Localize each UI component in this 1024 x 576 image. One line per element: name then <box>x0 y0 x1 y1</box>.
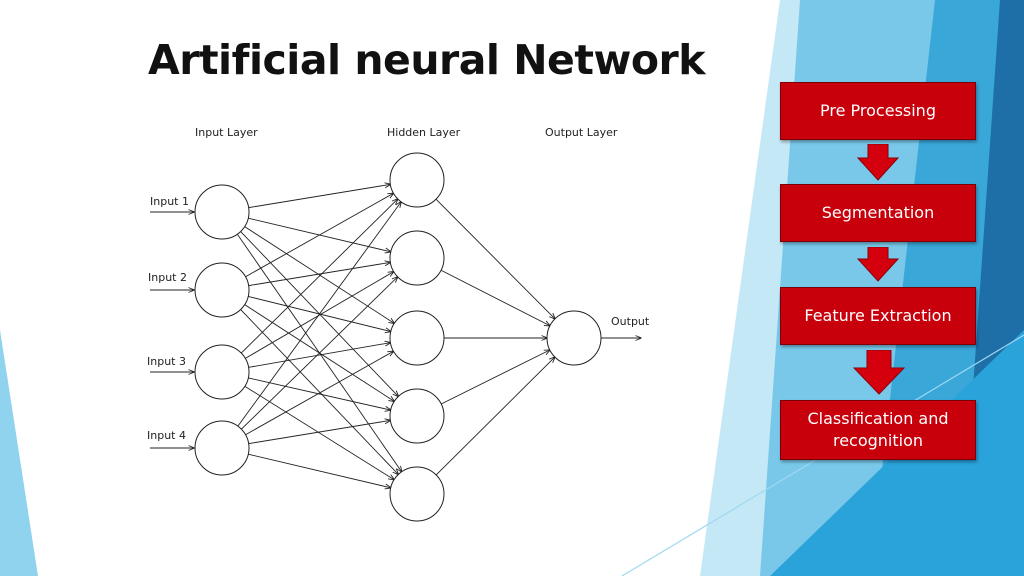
connection-hidden-5-output-1 <box>435 357 555 476</box>
neural-network-diagram: Input Layer Hidden Layer Output Layer In… <box>147 126 650 522</box>
connection-input-3-hidden-4 <box>248 377 390 410</box>
connection-input-4-hidden-4 <box>248 420 391 445</box>
hidden-node-5 <box>389 466 445 522</box>
flow-arrow-3 <box>852 350 906 395</box>
hidden-node-3 <box>389 310 445 366</box>
output-node-1 <box>546 310 602 366</box>
connection-input-4-hidden-5 <box>248 453 390 488</box>
input-node-3 <box>194 344 250 400</box>
output-label: Output <box>611 315 650 328</box>
connection-hidden-2-output-1 <box>440 269 550 325</box>
connection-hidden-1-output-1 <box>435 198 555 319</box>
left-accent-shape <box>0 330 38 576</box>
hidden-node-2 <box>389 230 445 286</box>
input-node-2 <box>194 262 250 318</box>
input-label-2: Input 2 <box>148 271 187 284</box>
connection-input-4-hidden-2 <box>241 277 397 430</box>
step-segmentation: Segmentation <box>780 184 976 242</box>
connection-input-2-hidden-1 <box>245 193 394 278</box>
input-node-1 <box>194 184 250 240</box>
input-layer-title: Input Layer <box>195 126 258 139</box>
connection-hidden-4-output-1 <box>440 350 550 405</box>
connection-input-2-hidden-2 <box>248 262 391 287</box>
input-label-1: Input 1 <box>150 195 189 208</box>
hidden-node-4 <box>389 388 445 444</box>
step-feature-extraction: Feature Extraction <box>780 287 976 345</box>
step-classification: Classification and recognition <box>780 400 976 460</box>
output-layer-title: Output Layer <box>545 126 618 139</box>
connection-input-1-hidden-1 <box>248 184 391 209</box>
hidden-layer-title: Hidden Layer <box>387 126 461 139</box>
input-label-4: Input 4 <box>147 429 186 442</box>
connection-input-1-hidden-3 <box>244 226 395 324</box>
connection-input-4-hidden-3 <box>245 351 394 436</box>
input-node-4 <box>194 420 250 476</box>
hidden-node-1 <box>389 152 445 208</box>
flow-arrow-1 <box>856 144 900 181</box>
slide-title: Artificial neural Network <box>148 36 706 84</box>
connection-input-2-hidden-5 <box>240 309 399 475</box>
connection-input-3-hidden-3 <box>248 343 391 368</box>
flow-arrow-2 <box>856 247 900 282</box>
step-pre-processing: Pre Processing <box>780 82 976 140</box>
input-label-3: Input 3 <box>147 355 186 368</box>
connection-input-4-hidden-1 <box>237 202 401 427</box>
connection-input-3-hidden-2 <box>245 272 393 359</box>
connection-input-3-hidden-5 <box>244 385 394 479</box>
connection-input-3-hidden-1 <box>240 199 398 354</box>
